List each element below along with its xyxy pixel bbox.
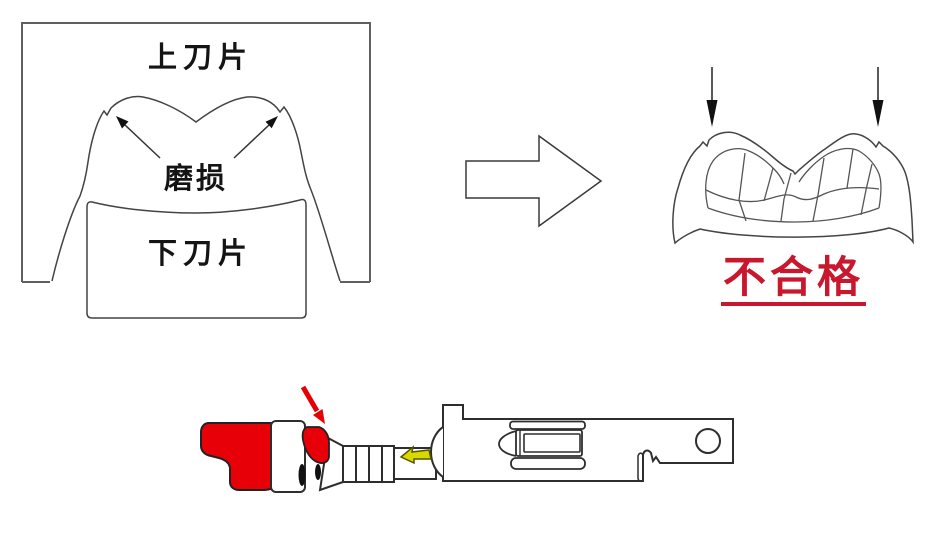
insulation-crimp-barrel: [270, 420, 306, 493]
seal-highlight-red: [301, 426, 330, 464]
press-arrow-right: [872, 67, 884, 127]
tab-hole: [695, 428, 721, 454]
flow-arrow: [465, 134, 603, 228]
lower-blade-label: 下刀片: [148, 238, 254, 270]
defect-pointer-arrow: [300, 385, 325, 424]
crimp-marker-arrow: [399, 445, 432, 465]
wear-label: 磨损: [164, 163, 229, 195]
wire-insulation-red: [200, 422, 272, 491]
wear-arrow-left: [116, 116, 161, 159]
lower-die-block: [86, 198, 307, 319]
verdict-label: 不合格: [721, 257, 866, 306]
barrel-gap-mark-2: [315, 464, 321, 480]
terminal-body: [442, 404, 734, 482]
wear-arrow-right: [233, 116, 278, 159]
die-wear-diagram: [21, 22, 371, 319]
die-frame: [21, 22, 371, 283]
crimp-outline: [672, 131, 914, 245]
crimp-serrations: [355, 446, 383, 482]
press-arrow-left: [706, 67, 718, 127]
barrel-gap-mark-1: [298, 464, 306, 486]
wire-strand-lines: [705, 147, 882, 223]
upper-blade-label: 上刀片: [148, 42, 254, 74]
contact-box: [498, 420, 586, 470]
front-bell: [429, 426, 444, 478]
crimp-cross-section: [672, 67, 914, 245]
hook-detail: [637, 452, 644, 483]
terminal-side-view: [200, 385, 734, 493]
